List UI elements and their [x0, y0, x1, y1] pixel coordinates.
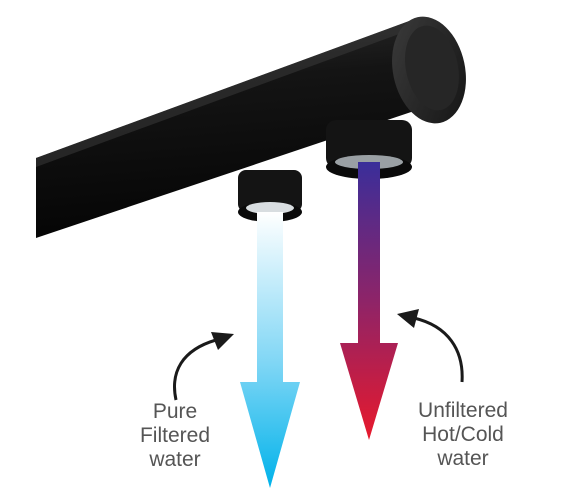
label-line: water: [149, 448, 201, 471]
filtered-outlet: [238, 170, 302, 222]
label-line: Filtered: [139, 424, 211, 447]
unfiltered-water-label: Unfiltered Hot/Cold water: [398, 399, 528, 471]
label-line: Hot/Cold: [422, 423, 504, 446]
filtered-water-arrow: [240, 212, 300, 488]
curved-arrow-icon: [397, 309, 464, 383]
label-line: Unfiltered: [418, 399, 508, 422]
filtered-water-label: Pure Filtered water: [120, 400, 230, 472]
label-line: Pure: [152, 400, 198, 423]
label-line: water: [437, 447, 489, 470]
curved-arrow-icon: [173, 332, 234, 401]
unfiltered-water-arrow: [340, 162, 398, 440]
tap-spout: [36, 16, 466, 238]
